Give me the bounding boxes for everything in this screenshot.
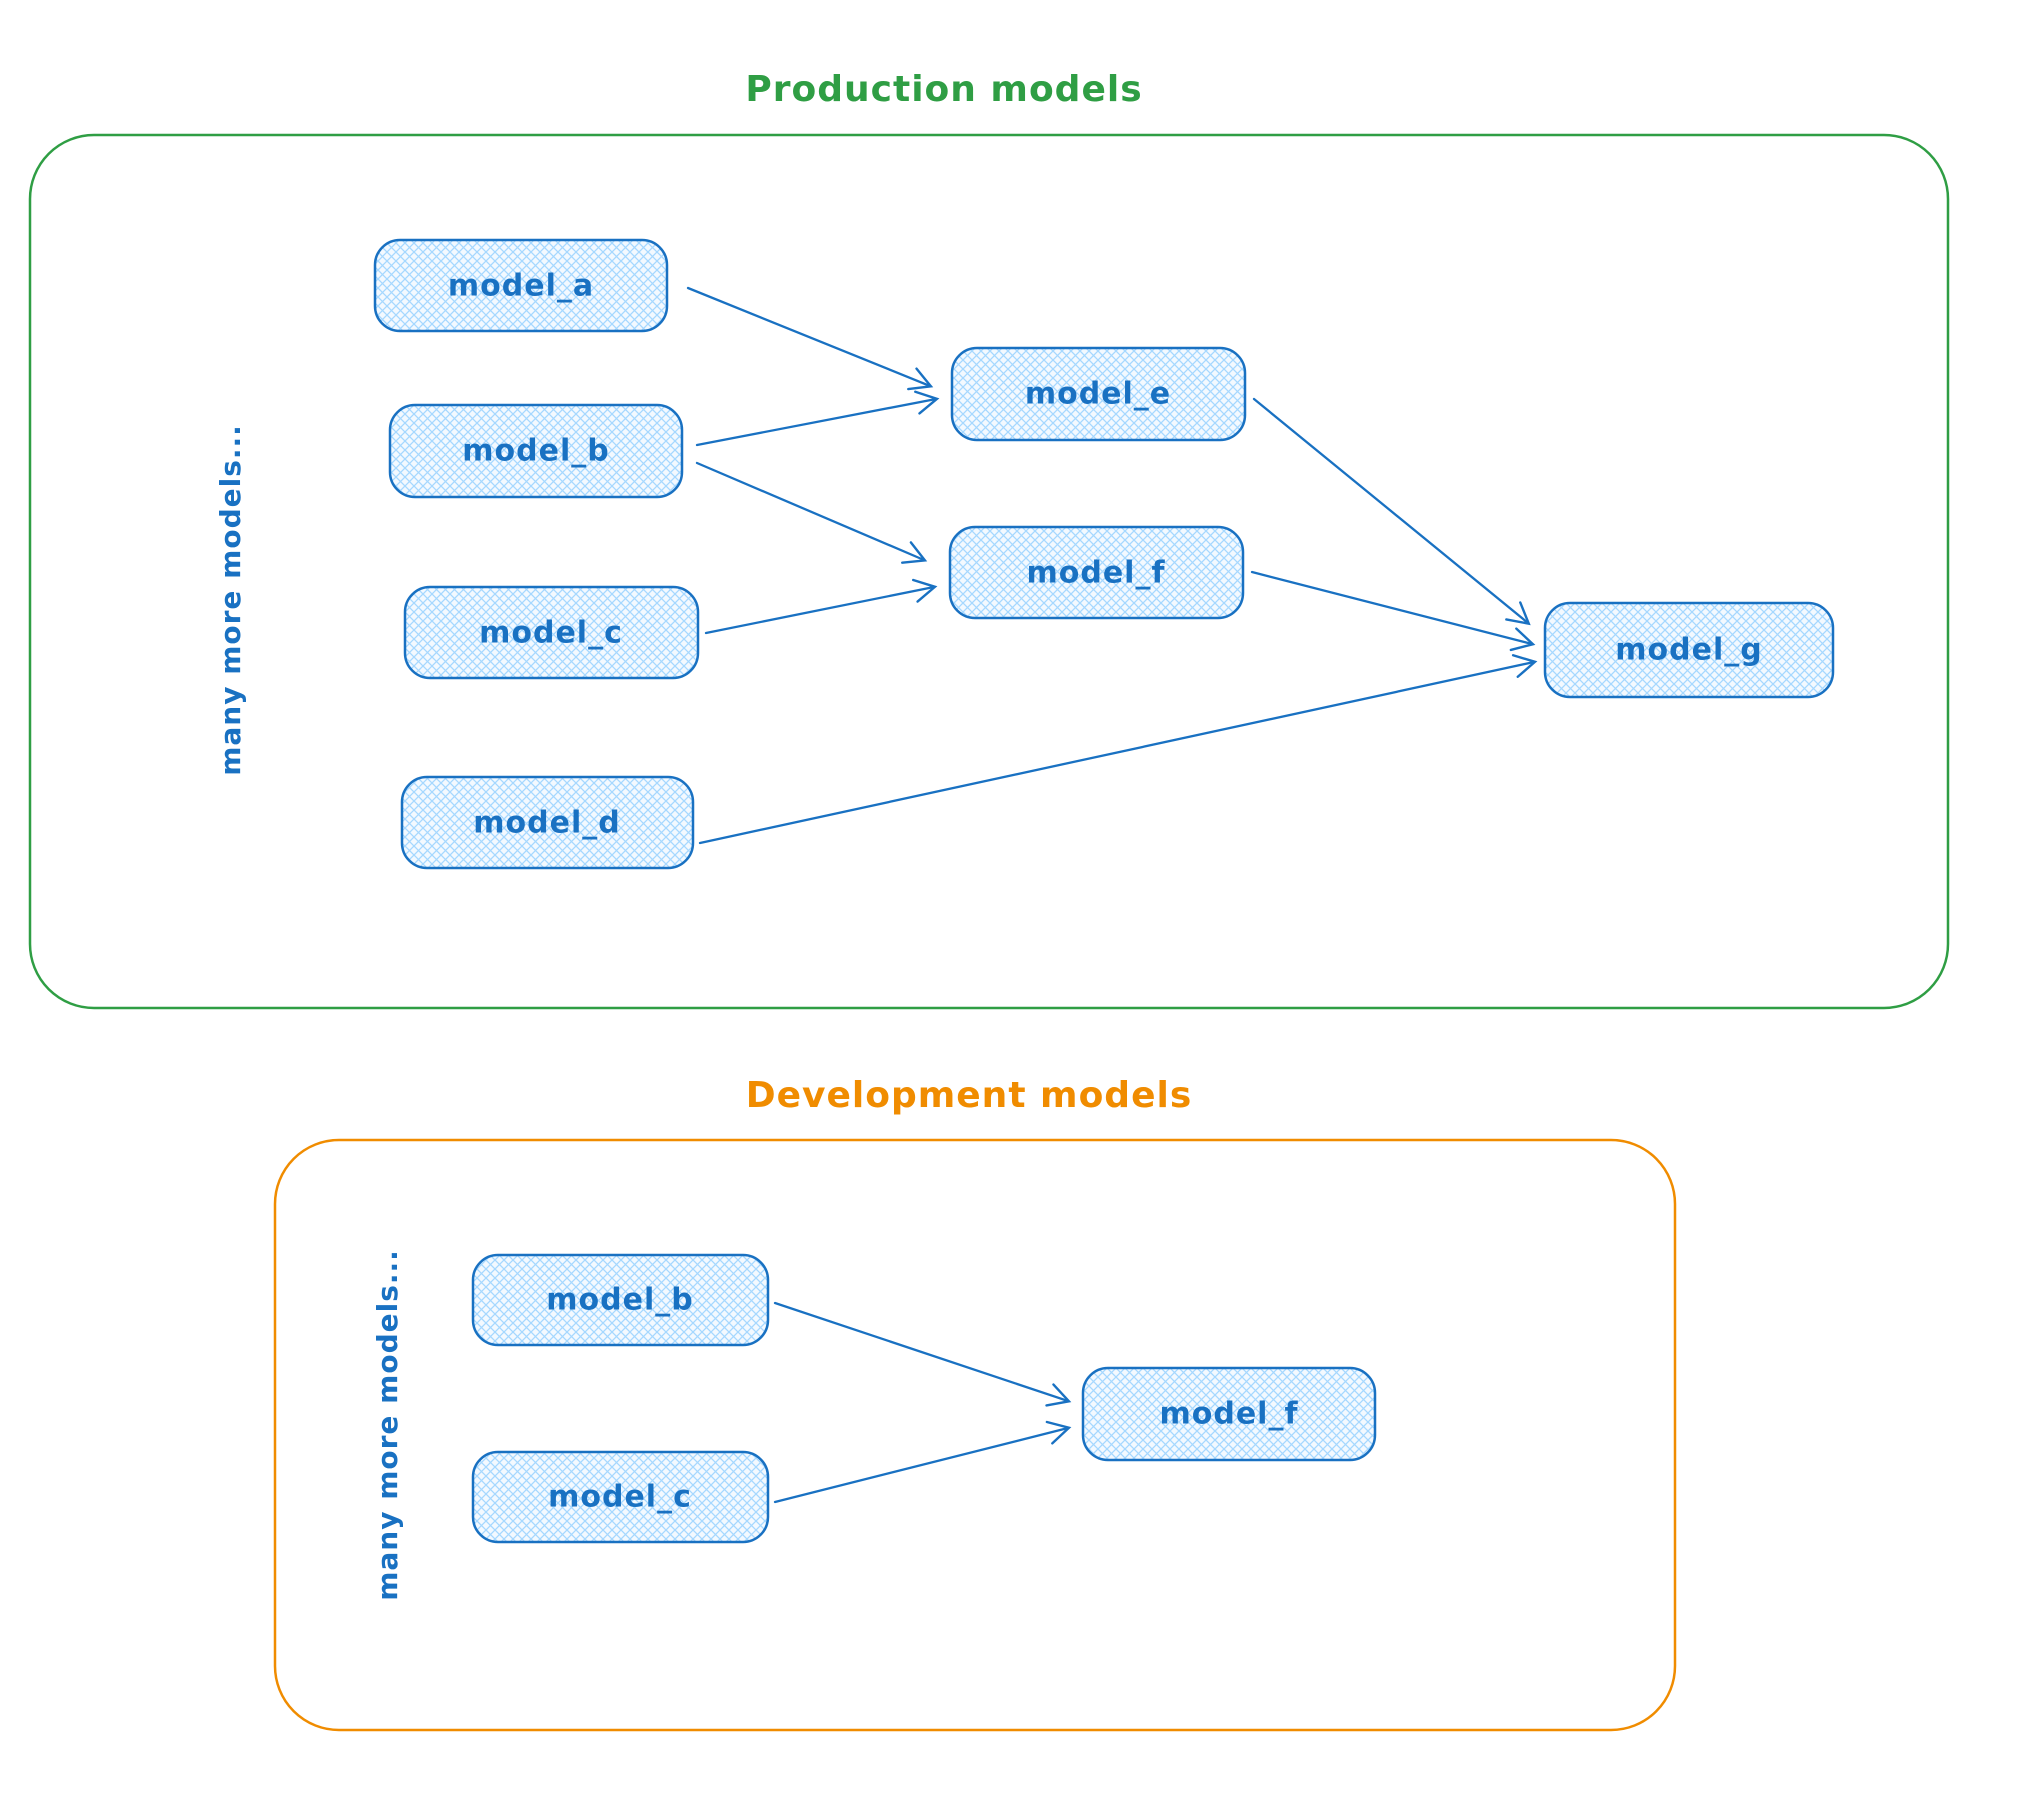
- node-development-model_b: model_b: [471, 1253, 770, 1347]
- node-label: model_c: [479, 616, 623, 651]
- production-side-label: many more models...: [214, 424, 247, 776]
- arrow-model_b-to-model_f: [695, 461, 928, 564]
- node-development-model_c: model_c: [471, 1450, 770, 1544]
- node-label: model_c: [548, 1480, 692, 1515]
- arrow-dev-model_c-to-model_f: [773, 1420, 1072, 1504]
- node-production-model_d: model_d: [400, 775, 695, 870]
- production-section: Production models many more models... mo…: [28, 69, 1950, 1010]
- node-label: model_a: [448, 269, 594, 304]
- node-production-model_f: model_f: [948, 525, 1245, 620]
- development-side-label: many more models...: [371, 1249, 404, 1601]
- development-container-border: [273, 1138, 1677, 1732]
- node-box: [1081, 1366, 1377, 1462]
- production-edges: [686, 286, 1538, 845]
- development-section: Development models many more models... m…: [273, 1075, 1677, 1732]
- node-label: model_b: [462, 434, 609, 469]
- development-section-title: Development models: [746, 1075, 1193, 1116]
- node-label: model_f: [1026, 556, 1165, 591]
- node-box: [471, 1450, 770, 1544]
- node-label: model_e: [1025, 377, 1171, 412]
- node-production-model_a: model_a: [373, 238, 669, 333]
- node-box: [400, 775, 695, 870]
- arrow-model_e-to-model_g: [1252, 397, 1531, 626]
- production-nodes: model_a model_b model_c model_d model_e: [373, 238, 1835, 870]
- development-edges: [773, 1301, 1072, 1504]
- arrow-model_b-to-model_e: [695, 390, 940, 447]
- production-section-title: Production models: [745, 69, 1142, 110]
- node-production-model_e: model_e: [950, 346, 1247, 442]
- arrow-model_f-to-model_g: [1250, 570, 1536, 652]
- node-box: [373, 238, 669, 333]
- node-box: [403, 585, 700, 680]
- node-label: model_b: [546, 1283, 693, 1318]
- node-box: [948, 525, 1245, 620]
- arrow-model_d-to-model_g: [698, 654, 1538, 845]
- arrow-dev-model_b-to-model_f: [773, 1301, 1072, 1407]
- node-production-model_c: model_c: [403, 585, 700, 680]
- node-label: model_g: [1615, 633, 1762, 668]
- node-production-model_b: model_b: [388, 403, 684, 499]
- node-label: model_d: [473, 806, 620, 841]
- node-development-model_f: model_f: [1081, 1366, 1377, 1462]
- node-box: [950, 346, 1247, 442]
- production-container-border: [28, 133, 1950, 1010]
- node-production-model_g: model_g: [1543, 601, 1835, 699]
- arrow-model_a-to-model_e: [686, 286, 934, 391]
- node-box: [471, 1253, 770, 1347]
- node-box: [388, 403, 684, 499]
- node-box: [1543, 601, 1835, 699]
- arrow-model_c-to-model_f: [704, 578, 938, 635]
- development-nodes: model_b model_c model_f: [471, 1253, 1377, 1544]
- node-label: model_f: [1159, 1397, 1298, 1432]
